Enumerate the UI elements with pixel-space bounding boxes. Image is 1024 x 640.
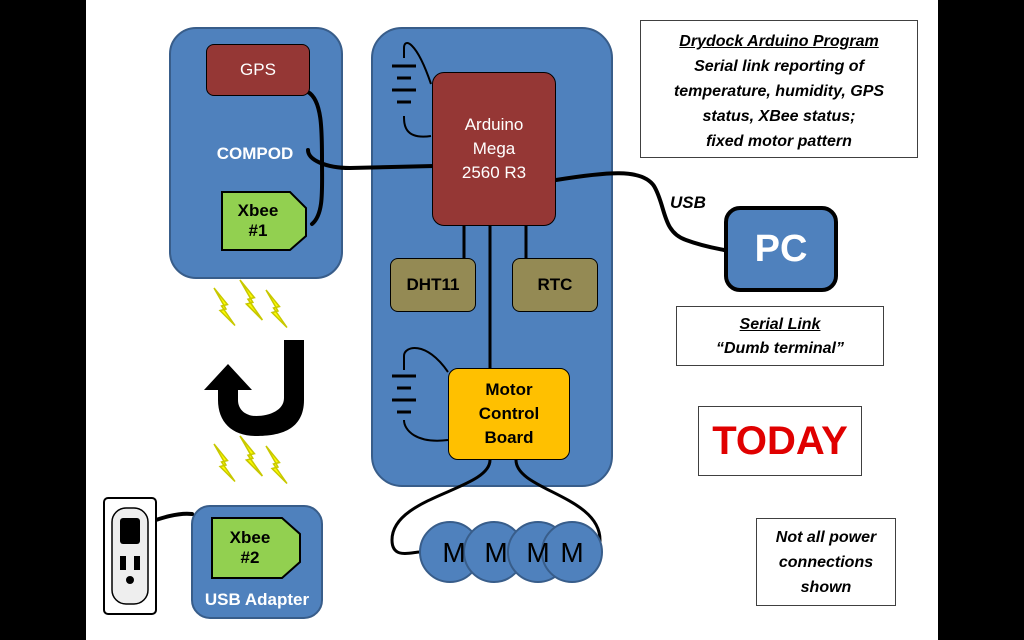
xbee2-shape [211, 517, 301, 579]
arduino-label-line: Mega [472, 139, 516, 158]
xbee1-label: Xbee #1 [222, 192, 294, 250]
today-label: TODAY [712, 419, 848, 463]
program-note: Drydock Arduino Program Serial link repo… [640, 20, 918, 158]
usb-label: USB [670, 193, 706, 212]
compod-arduino-wire [306, 148, 436, 171]
battery-icon [392, 64, 416, 104]
program-note-line: status, XBee status; [702, 108, 856, 125]
xbee1-shape [221, 191, 307, 251]
motor-4 [541, 521, 603, 583]
motor-board-label-line: Board [484, 428, 534, 447]
arduino-pc-wire [554, 171, 726, 252]
motor-label: M [560, 537, 583, 568]
rtc-box: RTC [512, 258, 598, 312]
arduino-label-line: 2560 R3 [461, 163, 527, 182]
xbee2-label-line: Xbee [229, 528, 271, 547]
serial-link-note: Serial Link “Dumb terminal” [676, 306, 884, 366]
lightning-icon [213, 279, 288, 329]
wall-outlet-icon [103, 497, 157, 615]
serial-link-title: Serial Link [739, 316, 821, 333]
xbee1-label-line: Xbee [237, 201, 279, 220]
power-note-line: connections [778, 554, 874, 571]
rtc-label: RTC [537, 275, 573, 294]
program-note-line: Serial link reporting of [694, 58, 864, 75]
usb-adapter-label: USB Adapter [204, 590, 310, 609]
gps-label: GPS [240, 60, 276, 79]
motors: M M M M [419, 521, 603, 583]
gps-box: GPS [206, 44, 310, 96]
compod-label: COMPOD [216, 144, 294, 163]
motor-label: M [442, 537, 465, 568]
wires [136, 90, 726, 528]
lightning-icon [213, 435, 288, 485]
battery-icon [392, 374, 416, 414]
u-turn-arrow-icon [204, 340, 304, 436]
program-note-title: Drydock Arduino Program [679, 33, 879, 50]
motor-label: M [526, 537, 549, 568]
battery-wires [403, 42, 449, 442]
today-box: TODAY [698, 406, 862, 476]
motor-board-label-line: Control [478, 404, 540, 423]
gps-xbee-wire [306, 90, 325, 226]
arduino-label-line: Arduino [464, 115, 524, 134]
dht11-box: DHT11 [390, 258, 476, 312]
xbee2-label-line: #2 [240, 548, 260, 567]
xbee2-label: Xbee #2 [212, 518, 288, 578]
xbee1-label-line: #1 [248, 221, 268, 240]
power-note-line: Not all power [775, 529, 877, 546]
motor-board-label-line: Motor [485, 380, 533, 399]
power-note-line: shown [800, 579, 852, 596]
slide: M M M M USB GPS COMPOD Xbee #1 Xbee #2 U… [86, 0, 938, 640]
program-note-line: fixed motor pattern [706, 133, 852, 150]
pc-box: PC [724, 206, 838, 292]
arduino-box: Arduino Mega 2560 R3 [432, 72, 556, 226]
pc-label: PC [754, 227, 808, 270]
motor-label: M [484, 537, 507, 568]
power-note: Not all power connections shown [756, 518, 896, 606]
dht11-label: DHT11 [406, 275, 460, 294]
serial-link-subtitle: “Dumb terminal” [715, 340, 844, 357]
motor-board-box: Motor Control Board [448, 368, 570, 460]
program-note-line: temperature, humidity, GPS [673, 83, 885, 100]
